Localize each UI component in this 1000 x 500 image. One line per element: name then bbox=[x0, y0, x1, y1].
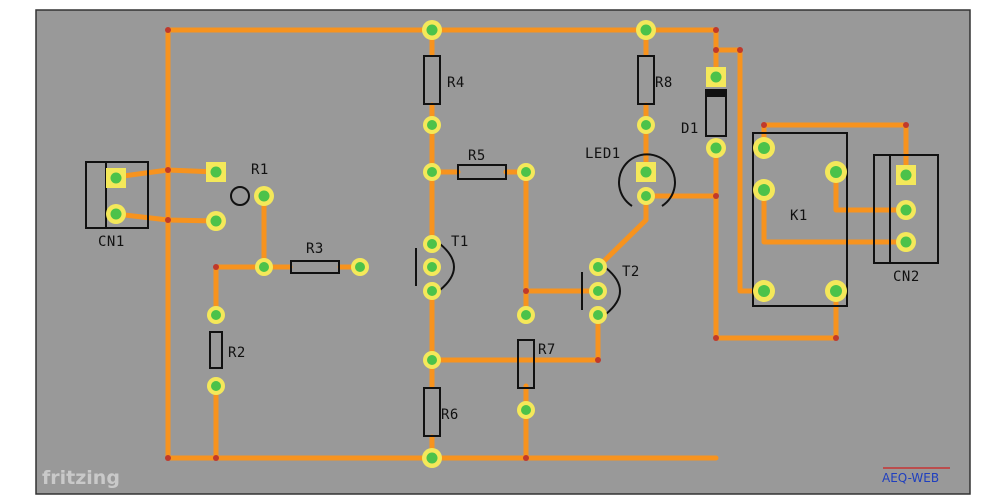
label-r1: R1 bbox=[251, 162, 269, 178]
r5-body bbox=[457, 164, 507, 180]
r4-body bbox=[423, 55, 441, 105]
label-led1: LED1 bbox=[585, 146, 621, 162]
r6-body bbox=[423, 387, 441, 437]
r3-body bbox=[290, 260, 340, 274]
round-pads bbox=[106, 20, 916, 468]
label-k1: K1 bbox=[790, 208, 808, 224]
label-r2: R2 bbox=[228, 345, 246, 361]
label-t2: T2 bbox=[622, 264, 640, 280]
r2-body bbox=[209, 331, 223, 369]
cn2-body bbox=[873, 154, 939, 264]
fritzing-watermark: fritzing bbox=[42, 467, 120, 489]
label-cn1: CN1 bbox=[98, 234, 125, 250]
label-r6: R6 bbox=[441, 407, 459, 423]
label-r4: R4 bbox=[447, 75, 465, 91]
label-t1: T1 bbox=[451, 234, 469, 250]
brand-logo-text: AEQ-WEB bbox=[882, 471, 939, 485]
k1-body bbox=[752, 132, 848, 307]
r7-body bbox=[517, 339, 535, 389]
label-r5: R5 bbox=[468, 148, 486, 164]
board-background bbox=[35, 9, 971, 495]
r1-body bbox=[230, 186, 250, 206]
label-r8: R8 bbox=[655, 75, 673, 91]
cn1-body bbox=[85, 161, 149, 229]
t2-body bbox=[581, 267, 621, 315]
r8-body bbox=[637, 55, 655, 105]
d1-cathode-band bbox=[706, 90, 726, 97]
component-outlines bbox=[85, 55, 939, 437]
vias bbox=[165, 27, 909, 461]
label-r3: R3 bbox=[306, 241, 324, 257]
t1-body bbox=[415, 243, 455, 291]
square-pads bbox=[106, 67, 916, 188]
led1-body bbox=[618, 153, 676, 207]
label-cn2: CN2 bbox=[893, 269, 920, 285]
label-d1: D1 bbox=[681, 121, 699, 137]
pads bbox=[106, 20, 916, 468]
label-r7: R7 bbox=[538, 342, 556, 358]
